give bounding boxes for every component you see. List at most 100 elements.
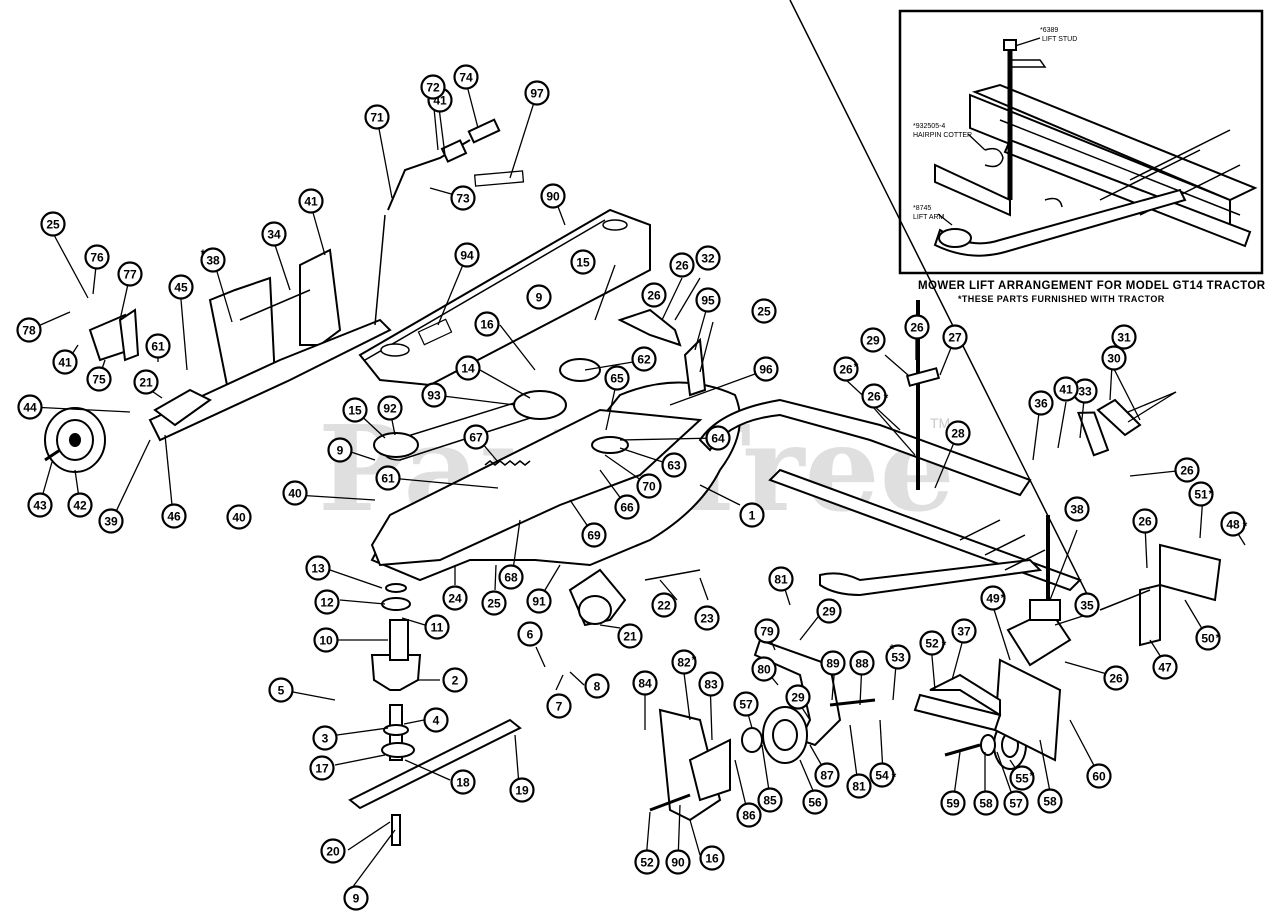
callout-61[interactable]: 61 — [145, 333, 171, 359]
callout-55[interactable]: 55* — [1009, 765, 1035, 791]
callout-26[interactable]: 26 — [641, 282, 667, 308]
callout-57[interactable]: 57 — [733, 691, 759, 717]
callout-17[interactable]: 17 — [309, 755, 335, 781]
callout-27[interactable]: 27 — [942, 324, 968, 350]
callout-10[interactable]: 10 — [313, 627, 339, 653]
callout-46[interactable]: 46 — [161, 503, 187, 529]
callout-1[interactable]: 1 — [739, 502, 765, 528]
callout-92[interactable]: 92 — [377, 395, 403, 421]
callout-15[interactable]: 15 — [342, 397, 368, 423]
callout-78[interactable]: 78 — [16, 317, 42, 343]
callout-79[interactable]: 79 — [754, 618, 780, 644]
callout-22[interactable]: 22 — [651, 592, 677, 618]
callout-64[interactable]: 64 — [705, 425, 731, 451]
callout-52[interactable]: 52 — [634, 849, 660, 875]
callout-15[interactable]: 15 — [570, 249, 596, 275]
callout-69[interactable]: 69 — [581, 522, 607, 548]
callout-75[interactable]: 75 — [86, 366, 112, 392]
callout-7[interactable]: 7 — [546, 693, 572, 719]
callout-23[interactable]: 23 — [694, 605, 720, 631]
callout-25[interactable]: 25 — [751, 298, 777, 324]
callout-29[interactable]: 29 — [785, 684, 811, 710]
callout-16[interactable]: 16 — [474, 311, 500, 337]
callout-77[interactable]: 77 — [117, 261, 143, 287]
callout-59[interactable]: 59 — [940, 790, 966, 816]
callout-31[interactable]: 31 — [1111, 324, 1137, 350]
callout-67[interactable]: 67 — [463, 424, 489, 450]
callout-3[interactable]: 3 — [312, 725, 338, 751]
callout-47[interactable]: 47 — [1152, 654, 1178, 680]
callout-61[interactable]: 61 — [375, 465, 401, 491]
callout-44[interactable]: 44 — [17, 394, 43, 420]
callout-13[interactable]: 13 — [305, 555, 331, 581]
callout-71[interactable]: 71 — [364, 104, 390, 130]
callout-26[interactable]: 26* — [861, 383, 889, 409]
callout-90[interactable]: 90 — [540, 183, 566, 209]
callout-80[interactable]: 80 — [751, 656, 777, 682]
callout-90[interactable]: 90 — [665, 849, 691, 875]
callout-53[interactable]: 53* — [885, 642, 911, 670]
callout-58[interactable]: 58 — [973, 790, 999, 816]
callout-24[interactable]: 24 — [442, 585, 468, 611]
callout-16[interactable]: 16 — [699, 845, 725, 871]
callout-97[interactable]: 97 — [524, 80, 550, 106]
callout-36[interactable]: 36 — [1028, 390, 1054, 416]
callout-19[interactable]: 19 — [509, 777, 535, 803]
callout-84[interactable]: 84 — [632, 670, 658, 696]
callout-42[interactable]: 42 — [67, 492, 93, 518]
callout-58[interactable]: 58 — [1037, 788, 1063, 814]
callout-62[interactable]: 62 — [631, 346, 657, 372]
callout-57[interactable]: 57 — [1003, 790, 1029, 816]
callout-85[interactable]: 85 — [757, 787, 783, 813]
callout-54[interactable]: 54* — [869, 762, 897, 788]
callout-29[interactable]: 29 — [860, 327, 886, 353]
callout-26[interactable]: 26 — [904, 314, 930, 340]
callout-49[interactable]: 49* — [980, 585, 1006, 611]
callout-21[interactable]: 21 — [133, 369, 159, 395]
callout-94[interactable]: 94 — [454, 242, 480, 268]
callout-83[interactable]: 83 — [698, 671, 724, 697]
callout-29[interactable]: 29 — [816, 598, 842, 624]
callout-30[interactable]: 30 — [1101, 345, 1127, 371]
callout-14[interactable]: 14 — [455, 355, 481, 381]
callout-48[interactable]: 48* — [1220, 511, 1248, 537]
callout-82[interactable]: 82* — [671, 649, 697, 675]
callout-68[interactable]: 68 — [498, 564, 524, 590]
callout-89[interactable]: 89 — [820, 650, 846, 676]
callout-86[interactable]: 86 — [736, 802, 762, 828]
callout-38[interactable]: 38* — [200, 247, 226, 273]
callout-51[interactable]: 51* — [1188, 481, 1214, 507]
callout-32[interactable]: 32 — [695, 245, 721, 271]
callout-21[interactable]: 21 — [617, 623, 643, 649]
callout-25[interactable]: 25 — [40, 211, 66, 237]
callout-37[interactable]: 37 — [951, 618, 977, 644]
callout-26[interactable]: 26 — [669, 252, 695, 278]
callout-45[interactable]: 45 — [168, 274, 194, 300]
callout-34[interactable]: 34 — [261, 221, 287, 247]
callout-26[interactable]: 26 — [1103, 665, 1129, 691]
callout-33[interactable]: 33 — [1072, 378, 1098, 404]
callout-88[interactable]: 88 — [849, 650, 875, 676]
callout-43[interactable]: 43 — [27, 492, 53, 518]
callout-52[interactable]: 52* — [919, 630, 947, 656]
callout-66[interactable]: 66 — [614, 494, 640, 520]
callout-40[interactable]: 40 — [226, 504, 252, 530]
callout-12[interactable]: 12 — [314, 589, 340, 615]
callout-28[interactable]: 28 — [945, 420, 971, 446]
callout-26[interactable]: 26 — [1174, 457, 1200, 483]
callout-4[interactable]: 4 — [423, 707, 449, 733]
callout-25[interactable]: 25 — [481, 590, 507, 616]
callout-35[interactable]: 35 — [1074, 592, 1100, 618]
callout-18[interactable]: 18 — [450, 769, 476, 795]
callout-11[interactable]: 11 — [424, 614, 450, 640]
callout-2[interactable]: 2 — [442, 667, 468, 693]
callout-9[interactable]: 9 — [526, 284, 552, 310]
callout-26[interactable]: 26* — [833, 356, 859, 382]
callout-60[interactable]: 60 — [1086, 763, 1112, 789]
callout-65[interactable]: 65 — [604, 365, 630, 391]
callout-26[interactable]: 26 — [1132, 508, 1158, 534]
callout-39[interactable]: 39 — [98, 508, 124, 534]
callout-81[interactable]: 81 — [846, 773, 872, 799]
callout-73[interactable]: 73 — [450, 185, 476, 211]
callout-63[interactable]: 63 — [661, 452, 687, 478]
